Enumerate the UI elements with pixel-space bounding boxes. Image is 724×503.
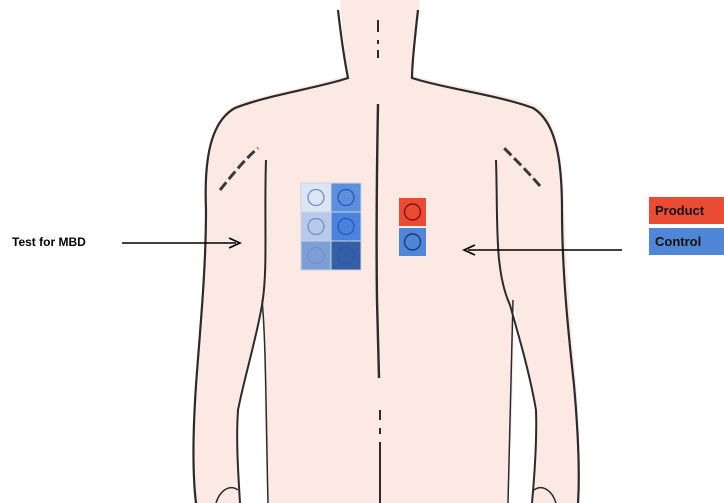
test-cell-r2-c2: [331, 212, 361, 241]
control-site-cell: [399, 228, 426, 256]
torso-silhouette: [193, 0, 580, 503]
legend-control: Control: [649, 228, 724, 255]
test-site-grid: [301, 183, 361, 270]
test-cell-r2-c1: [301, 212, 331, 241]
legend-product: Product: [649, 197, 724, 224]
product-site-cell: [399, 198, 426, 226]
test-cell-r3-c1: [301, 241, 331, 270]
test-for-mbd-label: Test for MBD: [12, 235, 86, 249]
test-cell-r3-c2: [331, 241, 361, 270]
test-cell-r1-c2: [331, 183, 361, 212]
test-cell-r1-c1: [301, 183, 331, 212]
